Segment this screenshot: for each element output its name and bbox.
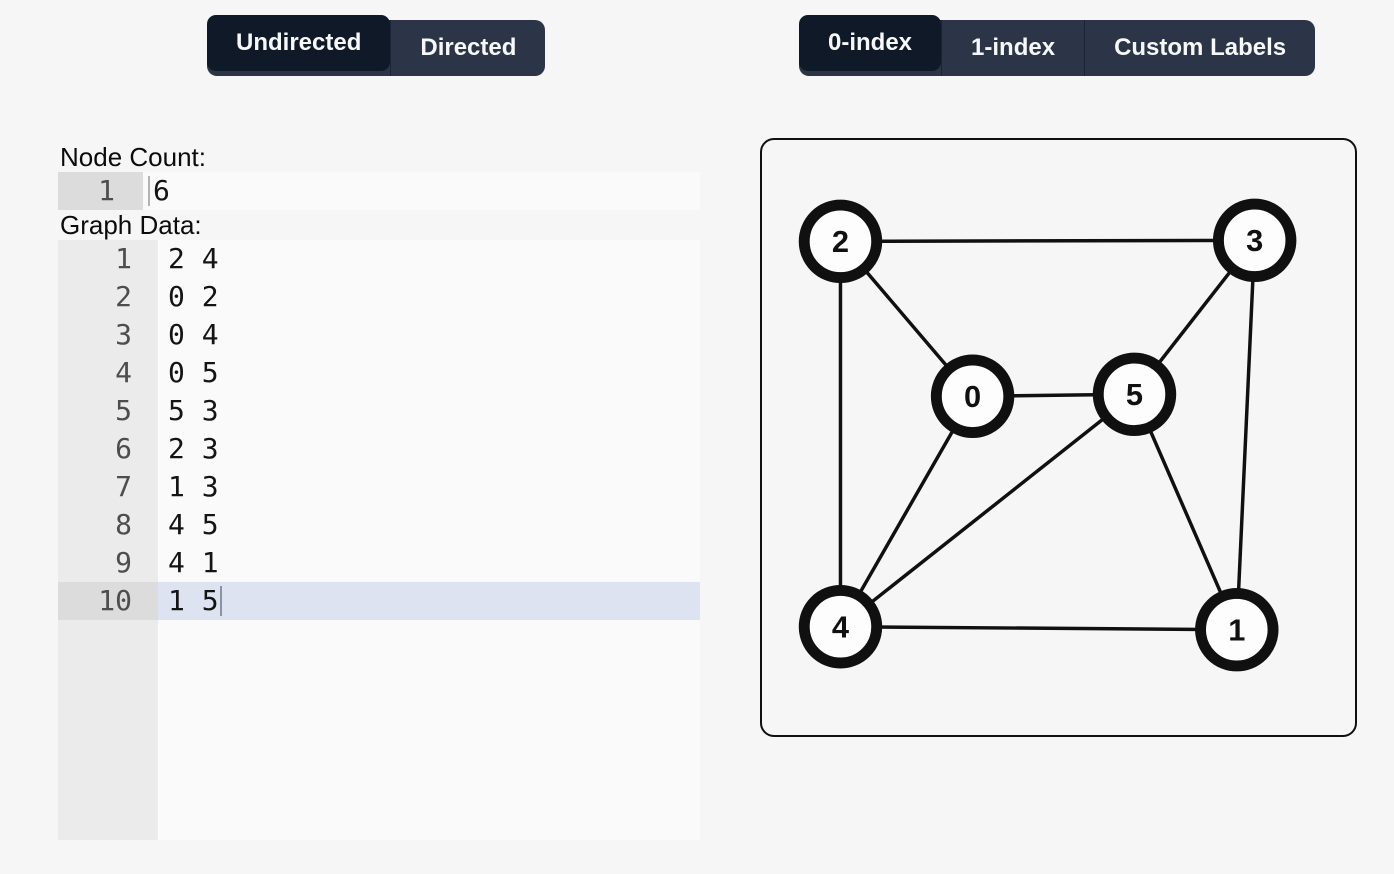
editor-line[interactable]: 4 0 5 [58,354,700,392]
editor-line[interactable]: 5 5 3 [58,392,700,430]
editor-line[interactable]: 6 2 3 [58,430,700,468]
code-line[interactable]: 2 4 [168,242,219,275]
code-line[interactable]: 0 5 [168,356,219,389]
code-line[interactable]: 4 1 [168,546,219,579]
code-line[interactable]: 2 3 [168,432,219,465]
toggle-option-custom-labels[interactable]: Custom Labels [1084,20,1315,76]
editor-line[interactable]: 7 1 3 [58,468,700,506]
code-line[interactable]: 1 3 [168,470,219,503]
line-number: 1 [115,242,132,275]
graph-node-5[interactable] [1092,352,1177,437]
toggle-option-1-index[interactable]: 1-index [941,20,1084,76]
line-number: 7 [115,470,132,503]
line-number: 2 [115,280,132,313]
code-line[interactable]: 0 2 [168,280,219,313]
line-number: 5 [115,394,132,427]
toggle-option-undirected[interactable]: Undirected [207,15,391,71]
editor-line[interactable]: 3 0 4 [58,316,700,354]
toggle-option-0-index[interactable]: 0-index [799,15,942,71]
line-number: 4 [115,356,132,389]
gutter-background [58,240,158,840]
line-number: 3 [115,318,132,351]
code-line[interactable]: 1 5 [158,582,700,620]
graph-node-0[interactable] [930,354,1015,438]
graph-node-2[interactable] [798,199,883,284]
editor-line[interactable]: 9 4 1 [58,544,700,582]
graph-node-4[interactable] [798,585,883,669]
graph-node-3[interactable] [1212,198,1297,283]
code-line[interactable]: 4 5 [168,508,219,541]
code-line[interactable]: 0 4 [168,318,219,351]
line-number: 9 [115,546,132,579]
graph-edge-4-1 [838,624,1239,632]
graph-node-1[interactable] [1195,587,1279,672]
code-line[interactable]: 6 [143,172,700,210]
toggle-option-directed[interactable]: Directed [390,20,545,76]
graph-edge-1-5 [1132,392,1239,632]
graph-edge-1-3 [1235,238,1257,632]
graph-edge-2-3 [838,238,1257,244]
line-number: 10 [58,582,158,620]
editor-line[interactable]: 8 4 5 [58,506,700,544]
graph-edge-4-5 [838,392,1137,629]
text-cursor [148,176,150,206]
code-line[interactable]: 5 3 [168,394,219,427]
text-cursor [219,586,222,616]
graph-data-label: Graph Data: [60,210,202,240]
line-number: 1 [58,172,143,210]
line-number: 8 [115,508,132,541]
node-count-label: Node Count: [60,142,206,172]
line-number: 6 [115,432,132,465]
graph-edge-0-4 [838,394,975,629]
editor-line[interactable]: 2 0 2 [58,278,700,316]
editor-line[interactable]: 1 2 4 [58,240,700,278]
